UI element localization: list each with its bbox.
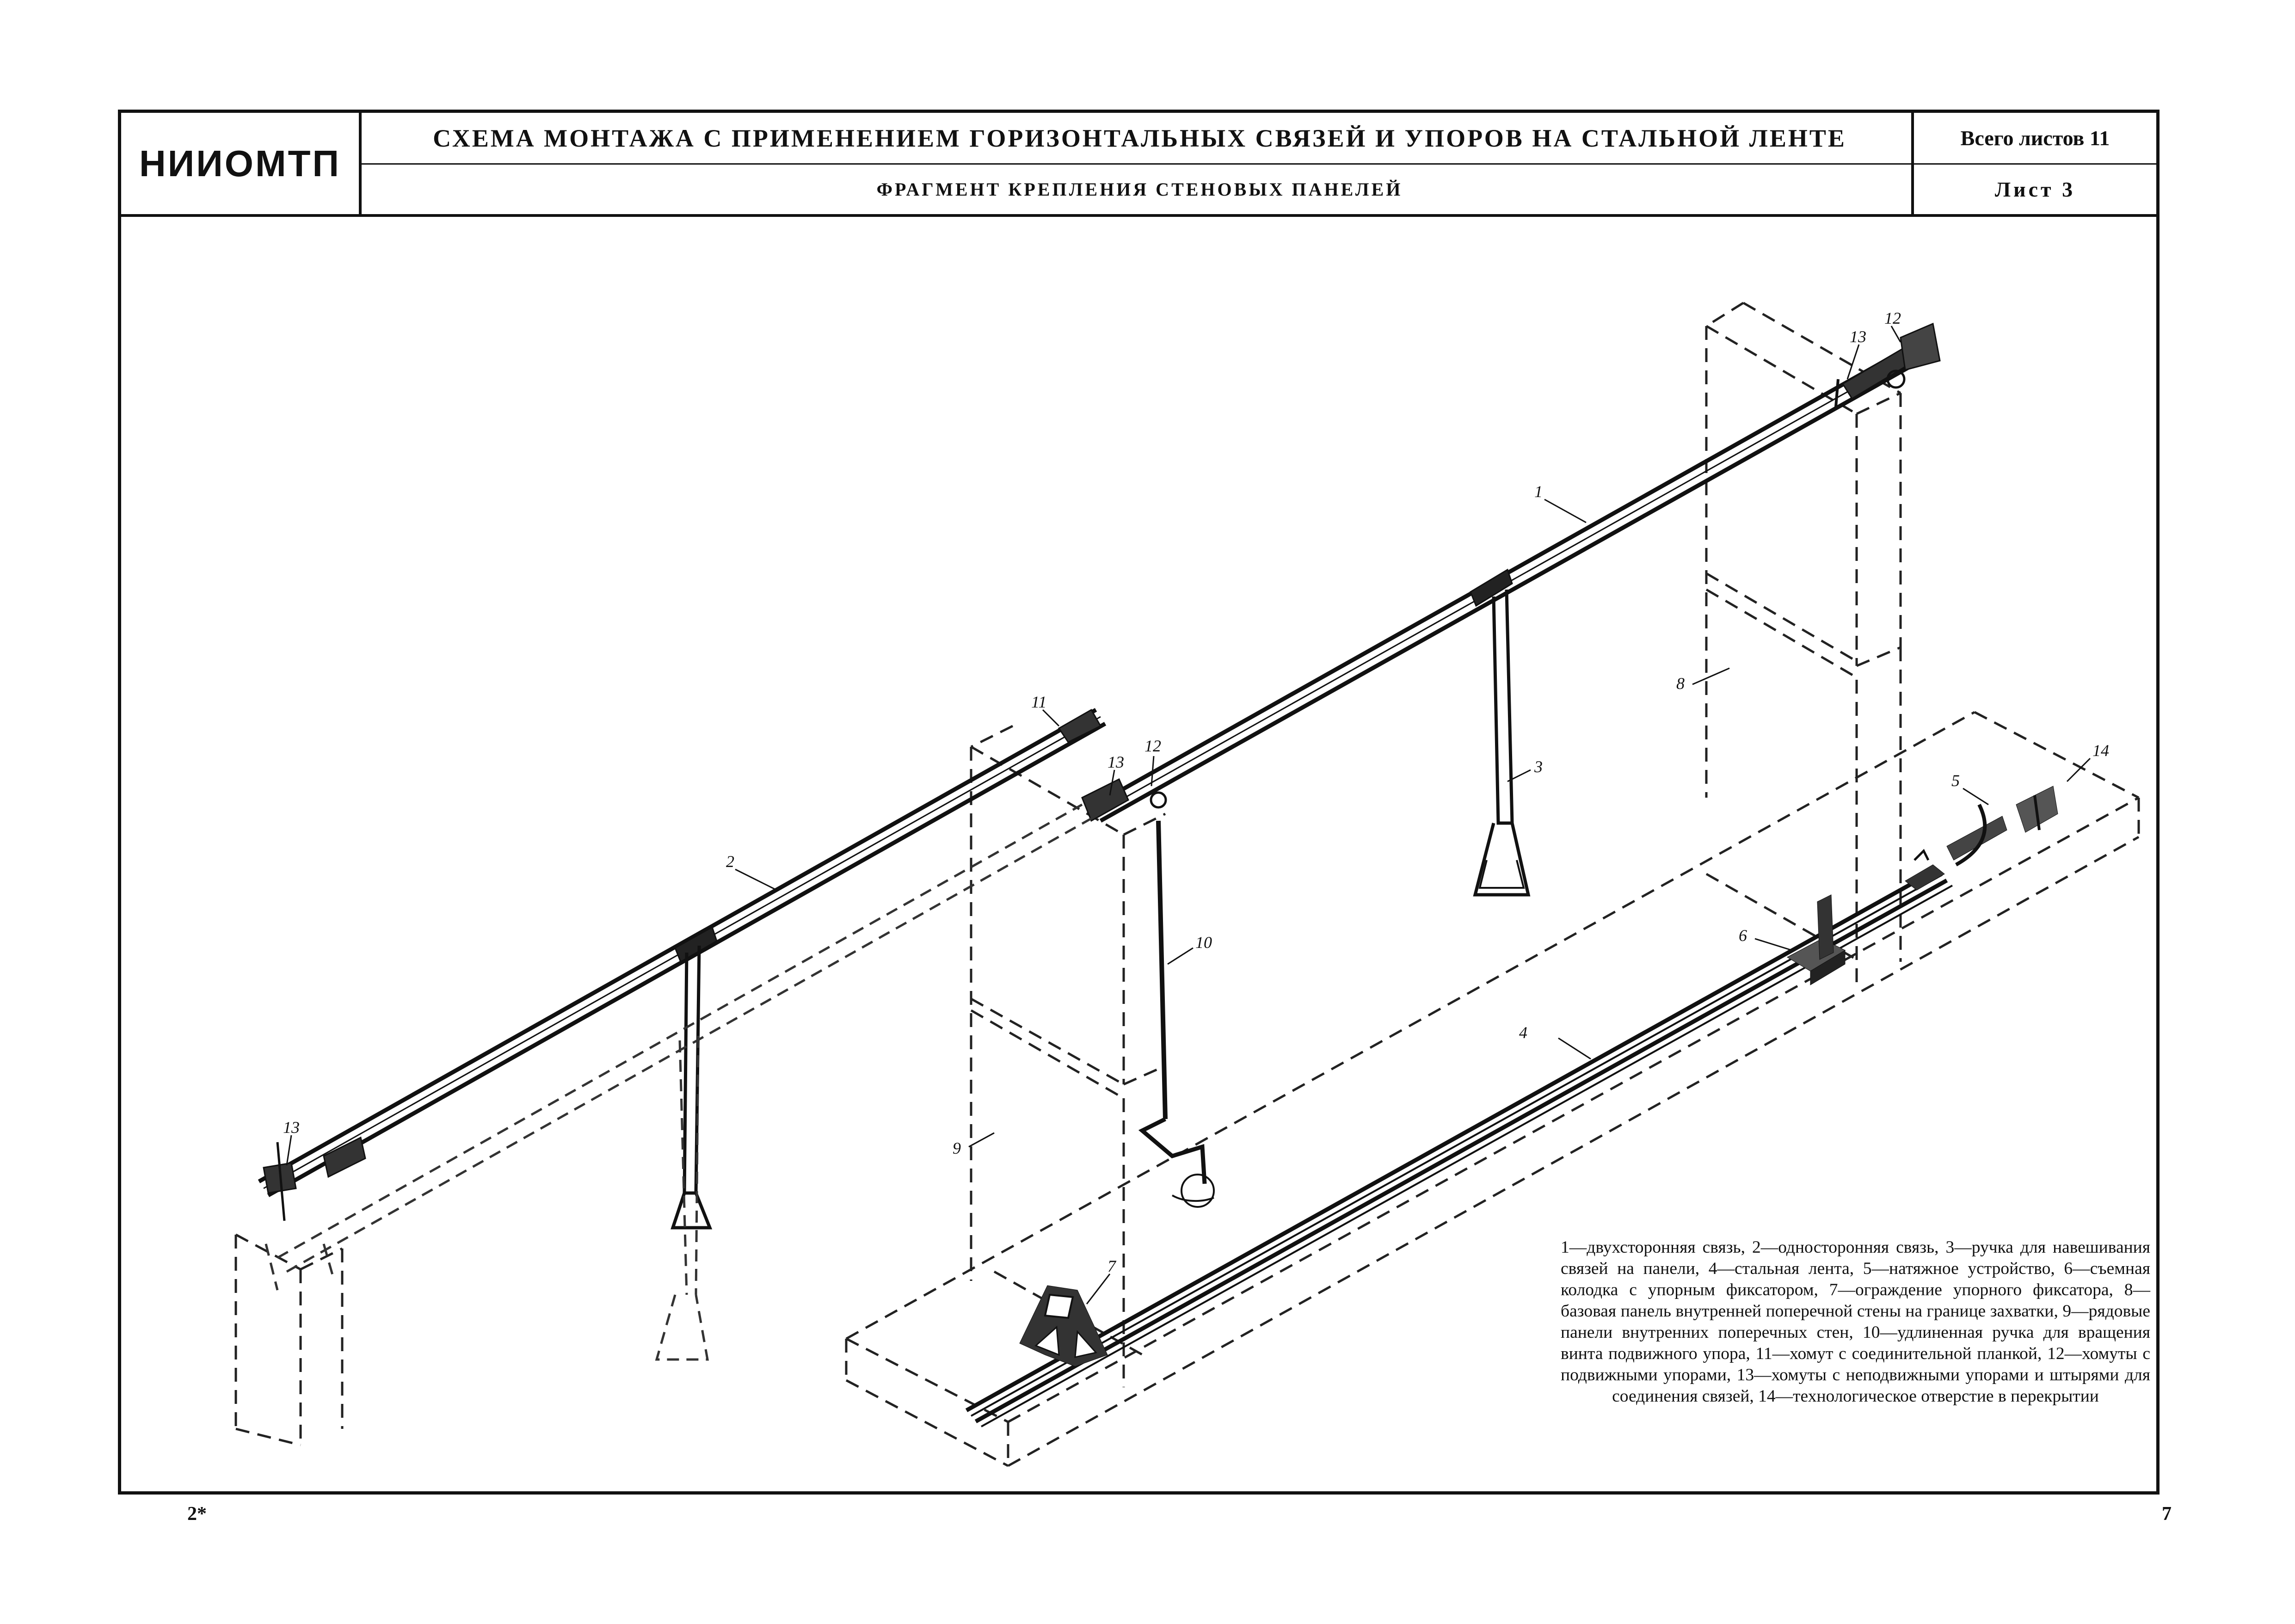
callout-4: 4: [1519, 1023, 1527, 1042]
steel-tape: [965, 867, 1953, 1427]
lower-tie-dashed: [265, 803, 1092, 1361]
callout-numbers: 1 2 3 4 5 6 7 8 9 10 11 12 12 13 13 13 1…: [283, 309, 2109, 1275]
ordinary-panels-9: [970, 725, 1166, 1387]
sheet-info: Всего листов 11 Лист 3: [1911, 113, 2156, 214]
sheets-total: Всего листов 11: [1914, 113, 2156, 165]
base-panel-8: [1705, 301, 1902, 985]
extended-handle: [1138, 820, 1215, 1208]
callout-1: 1: [1534, 482, 1543, 501]
callout-13-b: 13: [1850, 327, 1866, 346]
callout-3: 3: [1534, 757, 1543, 776]
stop-fixator-block: [1786, 894, 1846, 985]
fixator-guard: [1019, 1285, 1108, 1367]
organization-name: НИИОМТП: [121, 113, 362, 214]
callout-7: 7: [1108, 1257, 1117, 1275]
callout-12-a: 12: [1144, 737, 1161, 755]
callout-13-a: 13: [1108, 753, 1124, 771]
sheet-number: Лист 3: [1994, 178, 2076, 201]
footer-left-mark: 2*: [187, 1503, 207, 1525]
drawing-sheet-frame: НИИОМТП СХЕМА МОНТАЖА С ПРИМЕНЕНИЕМ ГОРИ…: [118, 110, 2160, 1495]
callout-14: 14: [2092, 741, 2109, 760]
tensioning-device: [1905, 786, 2058, 891]
page-number: 7: [2162, 1503, 2172, 1525]
dashed-outlines: [234, 301, 2140, 1467]
drawing-subtitle: ФРАГМЕНТ КРЕПЛЕНИЯ СТЕНОВЫХ ПАНЕЛЕЙ: [876, 179, 1403, 200]
drawing-title: СХЕМА МОНТАЖА С ПРИМЕНЕНИЕМ ГОРИЗОНТАЛЬН…: [362, 113, 1918, 165]
title-block: НИИОМТП СХЕМА МОНТАЖА С ПРИМЕНЕНИЕМ ГОРИ…: [121, 113, 2156, 217]
double-sided-tie: [1081, 322, 1941, 897]
floor-slab-strip: [845, 711, 2140, 1467]
callout-10: 10: [1195, 933, 1212, 952]
callout-8: 8: [1676, 674, 1685, 693]
callout-2: 2: [726, 852, 734, 871]
callout-5: 5: [1951, 771, 1960, 790]
legend-text: 1—двухсторонняя связь, 2—односторонняя с…: [1561, 1238, 2150, 1406]
callout-12-b: 12: [1884, 309, 1901, 327]
leader-lines: [286, 326, 2091, 1304]
one-sided-tie: [258, 708, 1107, 1230]
callout-6: 6: [1739, 926, 1747, 945]
callout-9: 9: [953, 1139, 961, 1157]
callout-11: 11: [1031, 693, 1046, 711]
callout-13-c: 13: [283, 1118, 300, 1137]
title-area: СХЕМА МОНТАЖА С ПРИМЕНЕНИЕМ ГОРИЗОНТАЛЬН…: [362, 113, 1918, 214]
left-panel-end: [234, 1233, 344, 1446]
